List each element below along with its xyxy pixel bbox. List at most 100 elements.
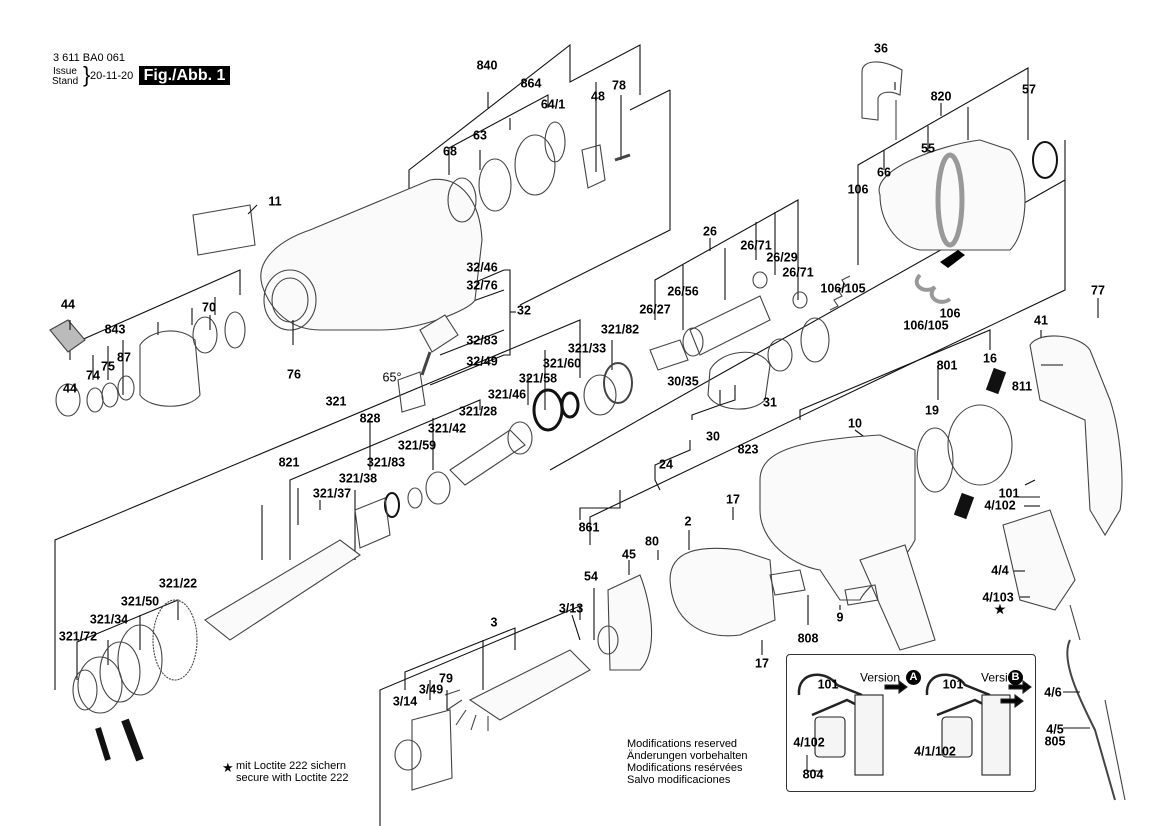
callout-4-102-version-a: 4/102 bbox=[793, 735, 825, 750]
callout-26: 26 bbox=[703, 224, 717, 239]
callout-808: 808 bbox=[797, 631, 819, 646]
callout-30: 30 bbox=[706, 429, 720, 444]
callout-321: 321 bbox=[325, 394, 347, 409]
callout-4-1-102-version-b: 4/1/102 bbox=[914, 744, 956, 759]
callout-55: 55 bbox=[921, 141, 935, 156]
callout-70: 70 bbox=[202, 300, 216, 315]
bracket-820 bbox=[857, 67, 1029, 265]
version-b-badge: B bbox=[1008, 670, 1023, 685]
callout-864: 864 bbox=[520, 76, 542, 91]
callout-16: 16 bbox=[983, 351, 997, 366]
callout-821: 821 bbox=[278, 455, 300, 470]
callout-321-34: 321/34 bbox=[89, 612, 129, 627]
callout-321-59: 321/59 bbox=[397, 438, 437, 453]
callout-19: 19 bbox=[925, 403, 939, 418]
callout-41: 41 bbox=[1034, 313, 1048, 328]
issue-date: 20-11-20 bbox=[90, 70, 134, 82]
part-number: 3 611 BA0 061 bbox=[53, 52, 125, 64]
callout-65-deg: 65° bbox=[382, 370, 402, 385]
callout-321-58: 321/58 bbox=[518, 371, 558, 386]
callout-843: 843 bbox=[104, 322, 126, 337]
version-a-label: Version bbox=[859, 670, 901, 685]
callout-805: 805 bbox=[1044, 734, 1066, 749]
callout-820: 820 bbox=[930, 89, 952, 104]
callout-80: 80 bbox=[645, 534, 659, 549]
figure-label: Fig./Abb. 1 bbox=[139, 66, 230, 85]
callout-54: 54 bbox=[584, 569, 598, 584]
callout-321-82: 321/82 bbox=[600, 322, 640, 337]
version-a-badge: A bbox=[906, 670, 921, 685]
bracket-32 bbox=[504, 269, 511, 356]
callout-3-49: 3/49 bbox=[418, 682, 444, 697]
callout-32-76: 32/76 bbox=[466, 278, 498, 293]
callout-828: 828 bbox=[359, 411, 381, 426]
callout-321-50: 321/50 bbox=[120, 594, 160, 609]
loctite-star-icon: ★ bbox=[222, 760, 234, 775]
callout-44: 44 bbox=[63, 381, 77, 396]
callout-840: 840 bbox=[476, 58, 498, 73]
callout-11: 11 bbox=[268, 194, 282, 209]
callout-26-27: 26/27 bbox=[639, 302, 671, 317]
callout-101: 101 bbox=[998, 486, 1020, 501]
bracket-3 bbox=[379, 605, 581, 826]
handle-half-sketch bbox=[1029, 335, 1123, 537]
callout-823: 823 bbox=[737, 442, 759, 457]
switch-version-inset: Version A Version B 101 4/102 804 101 4/… bbox=[786, 654, 1036, 792]
callout-4-6: 4/6 bbox=[1044, 685, 1062, 700]
callout-321-60: 321/60 bbox=[542, 356, 582, 371]
callout-106-105: 106/105 bbox=[903, 318, 949, 333]
callout-10: 10 bbox=[848, 416, 862, 431]
callout-801: 801 bbox=[936, 358, 958, 373]
callout-26-56: 26/56 bbox=[667, 284, 699, 299]
callout-48: 48 bbox=[591, 89, 605, 104]
callout-2: 2 bbox=[684, 514, 692, 529]
callout-101-version-b: 101 bbox=[942, 677, 964, 692]
callout-321-37: 321/37 bbox=[312, 486, 352, 501]
modifications-note-fr: Modifications resérvées bbox=[627, 762, 743, 774]
callout-75: 75 bbox=[101, 359, 115, 374]
callout-106: 106 bbox=[939, 306, 961, 321]
callout-3: 3 bbox=[490, 615, 498, 630]
callout-101-version-a: 101 bbox=[817, 677, 839, 692]
callout-57: 57 bbox=[1022, 82, 1036, 97]
modifications-note-de: Änderungen vorbehalten bbox=[627, 750, 748, 762]
bracket-840 bbox=[408, 43, 641, 215]
callout-24: 24 bbox=[659, 457, 673, 472]
stand-label: Stand bbox=[52, 76, 79, 87]
callout-45: 45 bbox=[622, 547, 636, 562]
callout-106: 106 bbox=[847, 182, 869, 197]
callout-4-102: 4/102 bbox=[984, 498, 1016, 513]
issue-label: Issue bbox=[53, 66, 77, 77]
callout-26-71: 26/71 bbox=[740, 238, 772, 253]
hammer-tube-sketch bbox=[204, 539, 361, 641]
callout-321-72: 321/72 bbox=[58, 629, 98, 644]
callout-77: 77 bbox=[1091, 283, 1105, 298]
callout-31: 31 bbox=[763, 395, 777, 410]
callout-811: 811 bbox=[1011, 379, 1033, 394]
callout-3-14: 3/14 bbox=[392, 694, 418, 709]
modifications-note-es: Salvo modificaciones bbox=[627, 774, 731, 786]
callout-17: 17 bbox=[755, 656, 769, 671]
brace-icon: } bbox=[83, 62, 91, 87]
callout-4-4: 4/4 bbox=[991, 563, 1009, 578]
bracket-843 bbox=[69, 269, 241, 395]
star-4-103: ★ bbox=[994, 602, 1006, 617]
bracket-26 bbox=[654, 199, 799, 330]
callout-32-83: 32/83 bbox=[466, 333, 498, 348]
callout-30-35: 30/35 bbox=[667, 374, 699, 389]
field-winding-sketch bbox=[669, 547, 776, 637]
modifications-note-en: Modifications reserved bbox=[627, 738, 738, 750]
callout-44: 44 bbox=[61, 297, 75, 312]
callout-4-5: 4/5 bbox=[1046, 722, 1064, 737]
callout-321-22: 321/22 bbox=[158, 576, 198, 591]
armature-sketch bbox=[468, 649, 591, 721]
callout-32-46: 32/46 bbox=[466, 260, 498, 275]
callout-26-29: 26/29 bbox=[766, 250, 798, 265]
callout-76: 76 bbox=[287, 367, 301, 382]
callout-3-13: 3/13 bbox=[558, 601, 584, 616]
callout-63: 63 bbox=[473, 128, 487, 143]
callout-26-71: 26/71 bbox=[782, 265, 814, 280]
callout-321-42: 321/42 bbox=[427, 421, 467, 436]
callout-106-105: 106/105 bbox=[820, 281, 866, 296]
callout-79: 79 bbox=[439, 671, 453, 686]
